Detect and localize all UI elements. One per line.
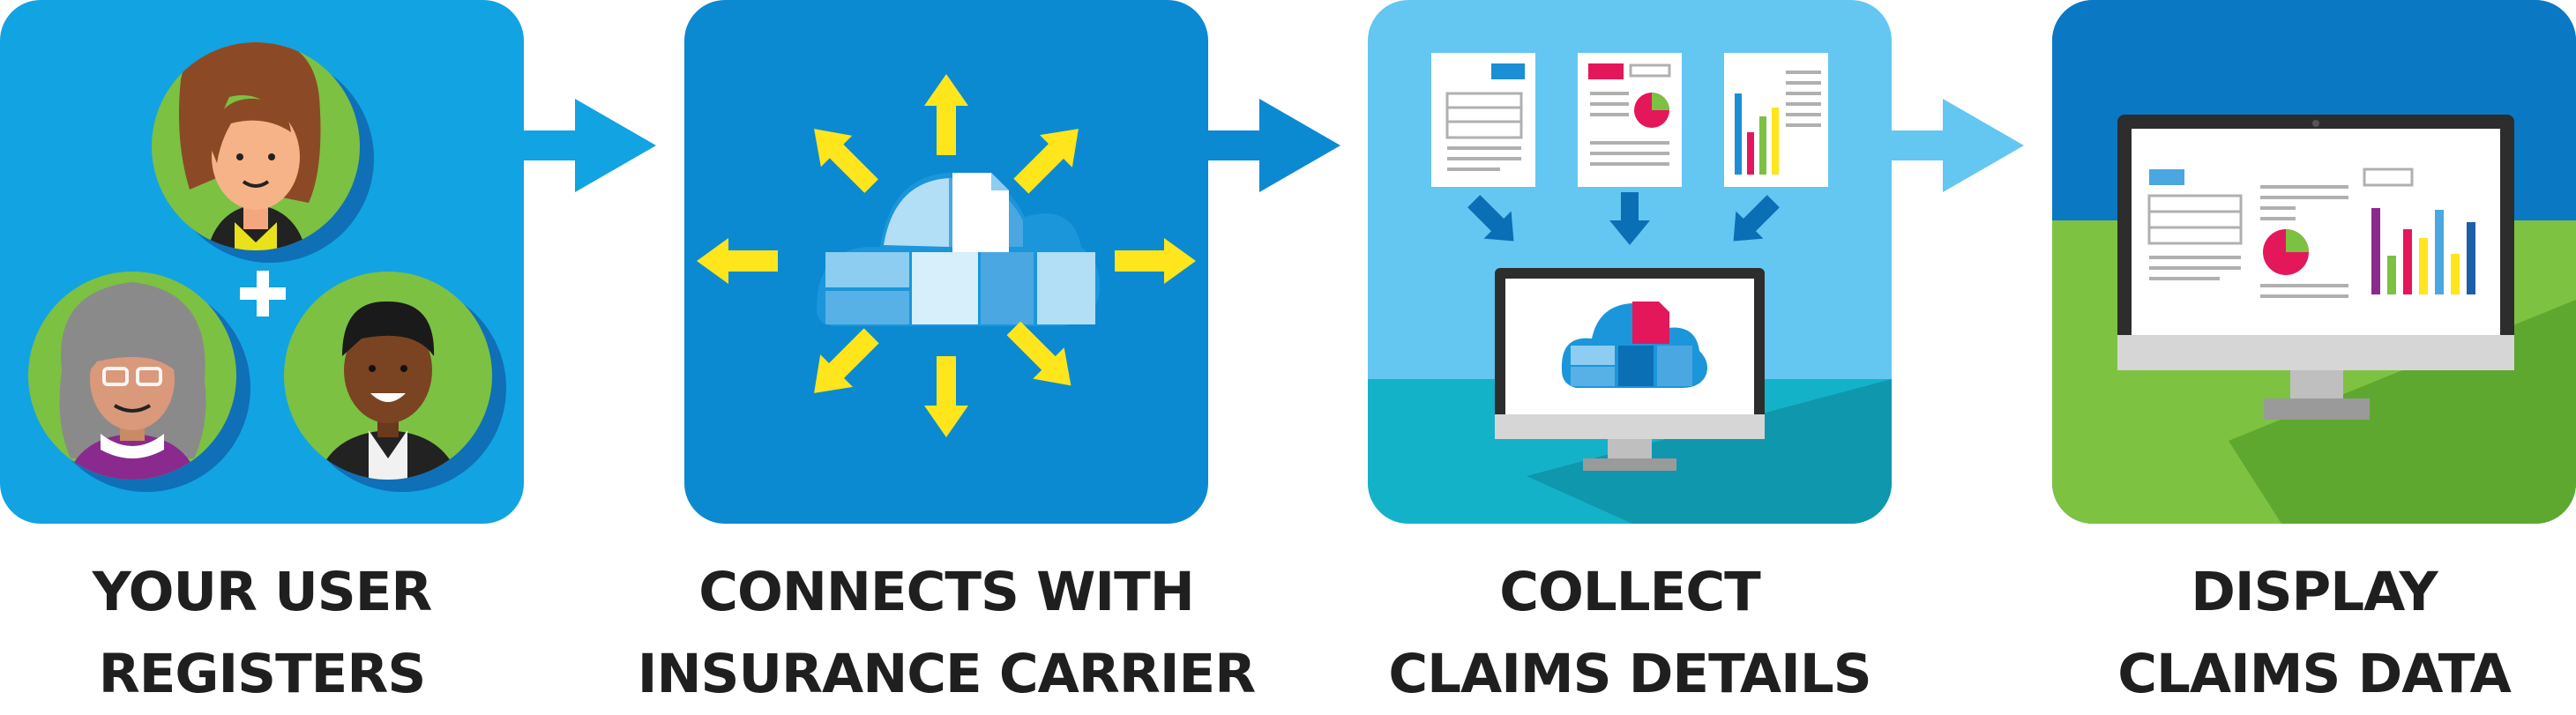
monitor-icon [1495,268,1765,471]
monitor-icon [2117,115,2514,420]
step-4-caption: DISPLAY CLAIMS DATA [1997,551,2576,715]
document-icon [1724,53,1828,187]
man-avatar-icon [284,272,506,492]
display-claims-illustration [2052,0,2576,524]
step-2-panel [684,0,1208,524]
arrow-right-icon [1208,99,1340,192]
bar-chart-icon [1735,93,1779,175]
step-3-caption-line2: CLAIMS DETAILS [1388,643,1871,705]
arrow-right-icon [1892,99,2024,192]
cloud-icon [1561,302,1707,388]
senior-woman-avatar-icon [28,272,250,492]
step-1-panel [0,0,524,524]
step-2-caption-line2: INSURANCE CARRIER [637,643,1256,705]
yellow-arrows [697,74,1196,437]
step-3-caption: COLLECT CLAIMS DETAILS [1312,551,1947,715]
step-1-caption-line1: YOUR USER [92,561,433,623]
step-2-caption-line1: CONNECTS WITH [698,561,1195,623]
arrow-right-icon [524,99,656,192]
step-4-caption-line2: CLAIMS DATA [2117,643,2512,705]
users-illustration [28,42,506,492]
step-1-caption-line2: REGISTERS [98,643,427,705]
step-4-caption-line1: DISPLAY [2191,561,2438,623]
step-4-panel [2052,0,2576,524]
document-icon [1578,53,1682,187]
step-3-caption-line1: COLLECT [1499,561,1760,623]
step-2-caption: CONNECTS WITH INSURANCE CARRIER [629,551,1264,715]
woman-avatar-icon [152,42,374,263]
bar-chart-icon [2371,208,2475,294]
cloud-connection-illustration [697,74,1196,437]
collect-claims-illustration [1368,53,1892,524]
step-3-panel [1368,0,1892,524]
plus-icon [240,271,286,317]
document-icon [1431,53,1535,187]
document-icon [952,173,1009,252]
step-1-caption: YOUR USER REGISTERS [0,551,579,715]
